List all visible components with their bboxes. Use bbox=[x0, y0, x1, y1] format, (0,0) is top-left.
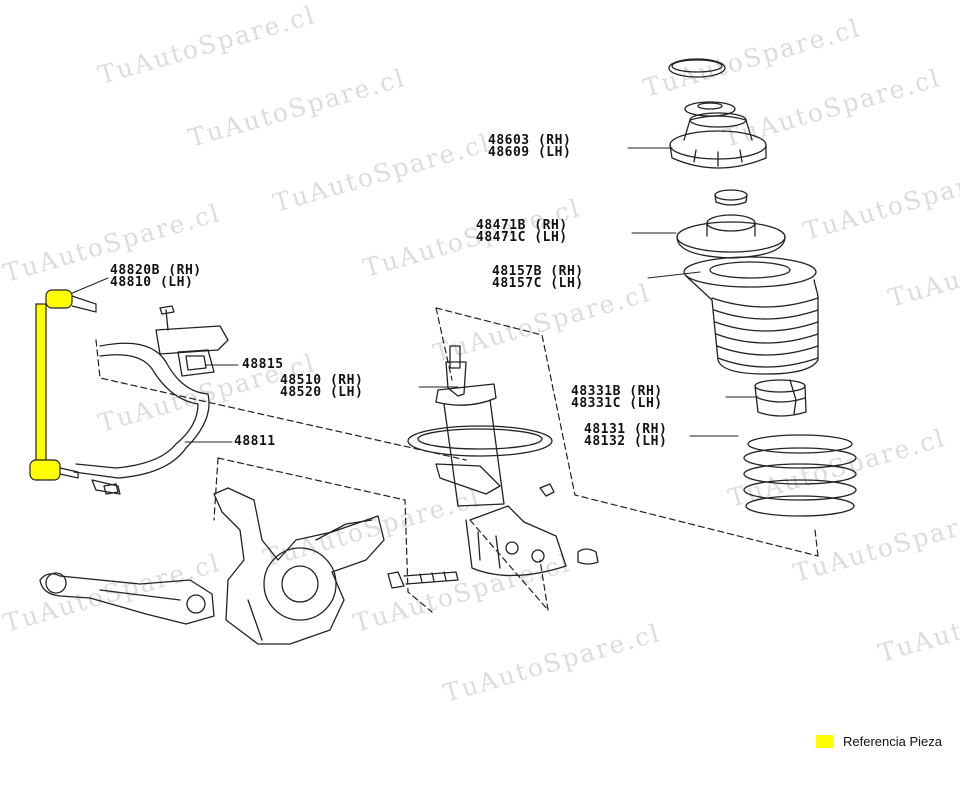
part-number-lh: 48609 (LH) bbox=[488, 145, 572, 160]
part-label-top-cap: 48603 (RH) 48609 (LH) bbox=[488, 133, 572, 160]
part-label-dust-boot: 48157B (RH) 48157C (LH) bbox=[492, 264, 584, 291]
part-label-upper-seat: 48471B (RH) 48471C (LH) bbox=[476, 218, 568, 245]
upper-spring-seat bbox=[676, 214, 786, 259]
legend: Referencia Pieza bbox=[816, 732, 942, 750]
part-number-rh: 48331B (RH) bbox=[571, 384, 663, 399]
part-label-stab-link: 48820B (RH) 48810 (LH) bbox=[110, 263, 202, 290]
part-number-rh: 48157B (RH) bbox=[492, 264, 584, 279]
legend-swatch bbox=[816, 734, 833, 748]
steering-knuckle bbox=[213, 487, 385, 645]
lower-control-arm bbox=[39, 572, 215, 625]
stabilizer-bushing bbox=[155, 305, 229, 377]
stabilizer-link-highlight bbox=[29, 289, 97, 481]
part-number-lh: 48157C (LH) bbox=[492, 276, 584, 291]
part-number-rh: 48471B (RH) bbox=[476, 218, 568, 233]
strut-assembly bbox=[407, 345, 567, 577]
part-number-lh: 48520 (LH) bbox=[280, 385, 364, 400]
leader-lines bbox=[69, 147, 759, 443]
assembly-outline bbox=[95, 307, 819, 613]
legend-label: Referencia Pieza bbox=[843, 733, 942, 749]
bolt bbox=[387, 571, 459, 589]
part-label-coil-spring: 48131 (RH) 48132 (LH) bbox=[584, 422, 668, 449]
part-number-rh: 48510 (RH) bbox=[280, 373, 364, 388]
stabilizer-bar bbox=[73, 342, 210, 495]
coil-spring bbox=[743, 434, 857, 517]
strut-mount bbox=[669, 112, 767, 169]
part-number-rh: 48603 (RH) bbox=[488, 133, 572, 148]
part-number-lh: 48810 (LH) bbox=[110, 275, 194, 290]
part-label-stabilizer-bar: 48811 bbox=[234, 434, 276, 449]
part-number-lh: 48331C (LH) bbox=[571, 396, 663, 411]
part-number-rh: 48131 (RH) bbox=[584, 422, 668, 437]
part-label-bushing: 48815 bbox=[242, 357, 284, 372]
part-label-bump-stop: 48331B (RH) 48331C (LH) bbox=[571, 384, 663, 411]
top-cap-washer bbox=[668, 58, 726, 78]
part-label-strut: 48510 (RH) 48520 (LH) bbox=[280, 373, 364, 400]
part-number-lh: 48132 (LH) bbox=[584, 434, 668, 449]
part-number-lh: 48471C (LH) bbox=[476, 230, 568, 245]
bump-stop bbox=[754, 379, 807, 417]
dust-boot bbox=[683, 256, 819, 375]
part-number-rh: 48820B (RH) bbox=[110, 263, 202, 278]
nut bbox=[539, 483, 555, 497]
